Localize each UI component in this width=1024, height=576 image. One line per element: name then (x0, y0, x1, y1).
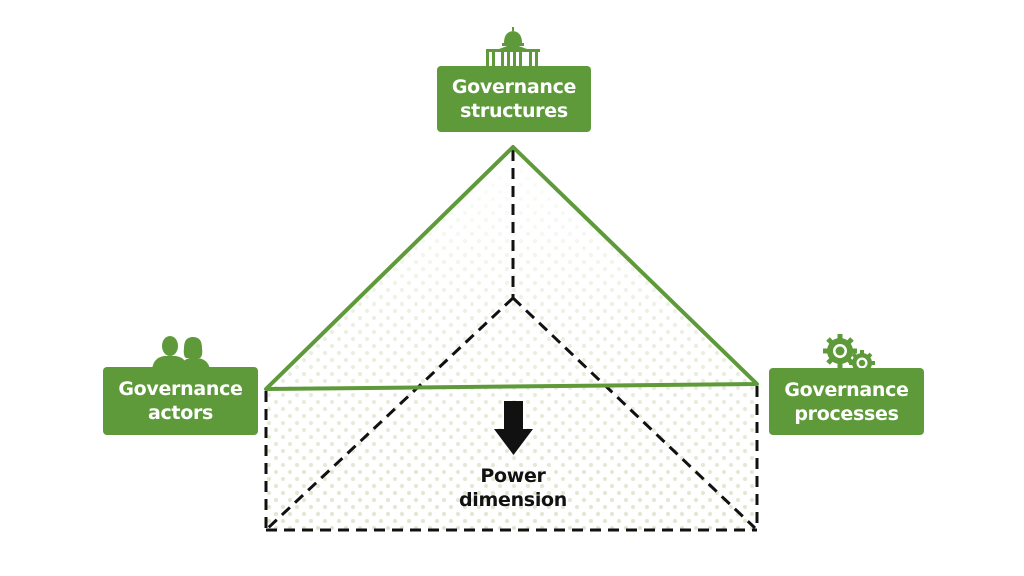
node-line2: actors (147, 402, 214, 424)
node-line1: Governance (784, 378, 909, 401)
node-governance-processes: Governance processes (769, 368, 924, 435)
node-governance-structures: Governance structures (437, 66, 591, 132)
arrow-down-icon (494, 401, 533, 455)
edge-center-to-left-base (266, 296, 515, 530)
edge-center-to-right-base (511, 296, 757, 530)
node-governance-actors: Governance actors (103, 367, 258, 435)
power-dimension-label: Power dimension (443, 464, 583, 512)
capitol-building-icon (483, 27, 543, 71)
label-line1: Power (480, 465, 546, 487)
node-line2: processes (794, 402, 899, 425)
node-line2: structures (460, 100, 568, 122)
dot-pattern-fill (266, 147, 757, 530)
governance-triangle (264, 145, 759, 391)
label-line2: dimension (458, 489, 568, 511)
node-line1: Governance (451, 76, 577, 98)
hidden-edges (264, 150, 759, 532)
node-line1: Governance (118, 378, 243, 400)
